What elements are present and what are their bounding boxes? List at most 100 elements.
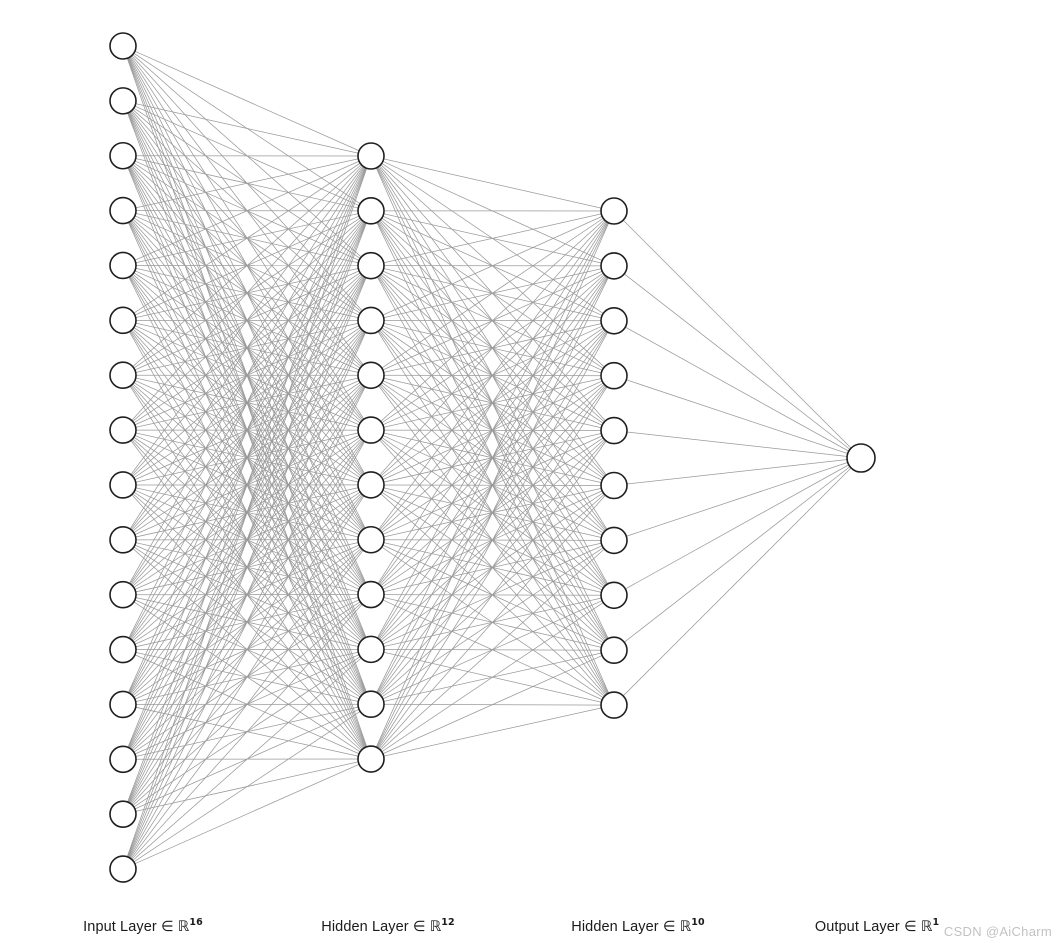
edge-hidden1-hidden2 [370, 430, 615, 760]
edge-input-hidden1 [122, 155, 372, 815]
node-hidden1-4 [357, 306, 385, 335]
layer-label-input: Input Layer ∈ ℝ16 [83, 917, 203, 935]
layer-label-output-text: Output Layer ∈ ℝ [814, 919, 933, 935]
node-hidden2-5 [600, 416, 628, 445]
layer-label-hidden2-text: Hidden Layer ∈ ℝ [571, 919, 692, 935]
edge-hidden1-hidden2 [370, 210, 615, 486]
layer-label-hidden2: Hidden Layer ∈ ℝ10 [571, 918, 704, 935]
node-input-5 [109, 251, 137, 280]
edge-input-hidden1 [122, 155, 372, 211]
edge-hidden2-output [613, 375, 862, 459]
edge-hidden1-hidden2 [370, 594, 615, 760]
edge-hidden1-hidden2 [370, 265, 615, 760]
edge-hidden2-output [613, 320, 862, 459]
watermark: CSDN @AiCharm [943, 924, 1052, 939]
node-hidden2-9 [600, 636, 628, 665]
node-hidden1-6 [357, 416, 385, 444]
node-hidden1-2 [357, 197, 385, 225]
edge-input-hidden1 [122, 155, 372, 595]
edge-input-hidden1 [122, 155, 372, 705]
nodes-group [109, 32, 876, 883]
node-hidden1-12 [357, 745, 385, 773]
node-hidden2-4 [600, 361, 628, 390]
node-input-12 [109, 635, 137, 664]
edge-input-hidden1 [122, 210, 372, 870]
edge-input-hidden1 [122, 155, 372, 321]
layer-label-input-text: Input Layer ∈ ℝ [83, 919, 190, 935]
node-input-11 [109, 580, 137, 609]
layer-label-hidden1: Hidden Layer ∈ ℝ12 [321, 917, 455, 935]
node-input-4 [109, 196, 137, 225]
layer-label-input-exponent: 16 [189, 917, 203, 929]
edge-input-hidden1 [122, 594, 372, 870]
node-hidden2-3 [600, 306, 628, 335]
edge-hidden1-hidden2 [370, 704, 615, 760]
node-hidden2-6 [600, 471, 628, 500]
edge-input-hidden1 [122, 320, 372, 870]
node-input-2 [109, 87, 137, 115]
node-hidden1-7 [357, 471, 385, 499]
edge-input-hidden1 [122, 155, 372, 650]
layer-label-hidden1-exponent: 12 [441, 917, 455, 929]
edge-input-hidden1 [122, 155, 372, 541]
node-input-10 [109, 526, 137, 554]
edge-input-hidden1 [122, 375, 372, 870]
edge-hidden1-hidden2 [370, 210, 615, 705]
edge-hidden1-hidden2 [370, 649, 615, 760]
edge-hidden1-hidden2 [370, 210, 615, 376]
node-hidden1-1 [357, 142, 385, 170]
edge-hidden1-hidden2 [370, 210, 615, 431]
edge-hidden2-output [613, 210, 862, 459]
edge-input-hidden1 [122, 484, 372, 870]
edge-input-hidden1 [122, 155, 372, 376]
edge-hidden1-hidden2 [370, 210, 615, 540]
node-input-3 [109, 141, 137, 170]
node-input-14 [109, 745, 137, 774]
edge-hidden2-output [613, 430, 862, 459]
edge-hidden2-output [613, 457, 862, 541]
edge-hidden1-hidden2 [370, 210, 615, 595]
edge-hidden2-output [613, 457, 862, 486]
node-hidden1-8 [357, 525, 385, 554]
node-input-8 [109, 416, 137, 444]
node-input-13 [109, 690, 137, 719]
node-output-1 [846, 443, 876, 473]
node-hidden2-1 [600, 197, 628, 225]
edge-input-hidden1 [122, 155, 372, 760]
node-hidden2-2 [600, 252, 628, 280]
node-input-1 [109, 32, 137, 60]
edge-input-hidden1 [122, 155, 372, 266]
layer-label-output-exponent: 1 [932, 917, 940, 929]
edge-hidden2-output [613, 457, 862, 706]
edge-input-hidden1 [122, 649, 372, 870]
edge-input-hidden1 [122, 155, 372, 486]
edge-input-hidden1 [122, 155, 372, 870]
edge-hidden2-output [613, 457, 862, 651]
edge-hidden2-output [613, 265, 862, 459]
edge-input-hidden1 [122, 429, 372, 870]
node-input-16 [109, 855, 137, 883]
node-hidden1-5 [357, 361, 385, 390]
node-hidden1-9 [357, 580, 385, 609]
edge-hidden1-hidden2 [370, 210, 615, 760]
edge-hidden1-hidden2 [370, 375, 615, 760]
node-hidden2-8 [600, 581, 628, 610]
edge-hidden1-hidden2 [370, 210, 615, 650]
layer-label-output: Output Layer ∈ ℝ1 [814, 917, 940, 935]
edge-input-hidden1 [122, 703, 372, 870]
edge-input-hidden1 [122, 265, 372, 870]
edge-hidden1-hidden2 [370, 155, 615, 212]
edge-hidden1-hidden2 [370, 485, 615, 760]
node-hidden1-11 [357, 690, 385, 719]
edge-input-hidden1 [122, 45, 372, 157]
edge-input-hidden1 [122, 155, 372, 431]
node-input-6 [109, 306, 137, 335]
edge-hidden1-hidden2 [370, 210, 615, 267]
edge-hidden2-output [613, 457, 862, 596]
node-hidden2-7 [600, 526, 628, 555]
edges-group [122, 45, 862, 870]
node-hidden2-10 [600, 691, 628, 719]
node-input-7 [109, 361, 137, 390]
